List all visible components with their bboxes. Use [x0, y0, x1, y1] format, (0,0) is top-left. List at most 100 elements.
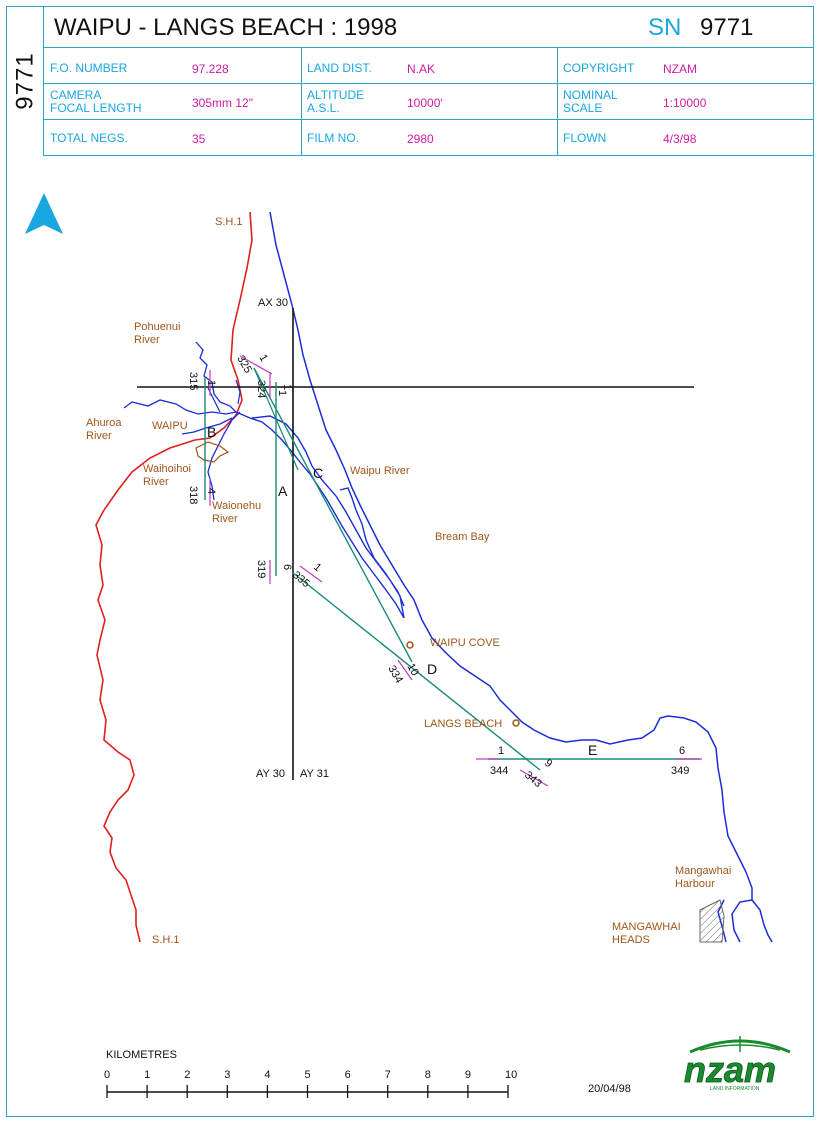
- field-copyright: COPYRIGHT NZAM: [557, 48, 814, 84]
- waipu-town-area: [195, 441, 230, 463]
- scale-tick-label: 4: [264, 1069, 270, 1081]
- north-label: N: [40, 233, 47, 243]
- field-label: COPYRIGHT: [563, 61, 635, 75]
- map-frame: [6, 6, 814, 1117]
- pohuenui-river: [195, 341, 237, 413]
- scale-tick-label: 2: [184, 1069, 190, 1081]
- run-c-first-neg: 325: [234, 354, 254, 376]
- field-label: FLOWN: [563, 131, 607, 145]
- field-label: TOTAL NEGS.: [50, 131, 128, 145]
- field-value: 4/3/98: [663, 132, 697, 146]
- field-fo-number: F.O. NUMBER 97.228: [44, 48, 301, 84]
- scale-tick-label: 0: [104, 1069, 110, 1081]
- label-sh1-bottom: S.H.1: [152, 934, 180, 946]
- field-flown: FLOWN 4/3/98: [557, 120, 814, 156]
- field-value: 10000': [407, 96, 443, 110]
- field-label: ALTITUDE A.S.L.: [307, 88, 365, 115]
- run-letter-d: D: [427, 661, 437, 677]
- field-label: FILM NO.: [307, 131, 360, 145]
- field-total-negs: TOTAL NEGS. 35: [44, 120, 301, 156]
- scale-tick-label: 1: [144, 1069, 150, 1081]
- tick-d-start: [299, 565, 323, 583]
- field-label: NOMINAL SCALE: [563, 88, 618, 115]
- map-date: 20/04/98: [588, 1083, 631, 1095]
- run-b-last-neg: 318: [187, 486, 199, 504]
- field-land-dist: LAND DIST. N.AK: [301, 48, 557, 84]
- label-waipu-cove: WAIPU COVE: [430, 637, 500, 649]
- scale-title: KILOMETRES: [106, 1049, 177, 1061]
- field-altitude: ALTITUDE A.S.L. 10000': [301, 84, 557, 120]
- run-line-c: [253, 367, 413, 663]
- sn-label: SN: [648, 14, 682, 41]
- spine-panel: 9771: [6, 6, 44, 156]
- north-arrow-icon: N: [25, 193, 63, 243]
- header-panel: WAIPU - LANGS BEACH : 1998 SN 9771 F.O. …: [44, 6, 814, 156]
- mangawhai-heads-area: [699, 899, 725, 943]
- run-e-last-neg: 349: [671, 765, 689, 777]
- langs-beach-marker: [512, 719, 520, 727]
- coastline: [269, 211, 753, 900]
- field-value: 97.228: [192, 62, 229, 76]
- run-c-last-no: 10: [404, 662, 421, 679]
- run-b-first-no: 1: [205, 380, 217, 386]
- label-mangawhai-harbour-1: Mangawhai: [675, 865, 731, 877]
- tick-c-end: [397, 659, 413, 681]
- run-letter-a: A: [278, 483, 288, 499]
- grid-label-ay31: AY 31: [300, 768, 329, 780]
- label-sh1-top: S.H.1: [215, 216, 243, 228]
- label-mangawhai-heads-2: HEADS: [612, 934, 650, 946]
- run-line-c-upper: [253, 367, 299, 471]
- label-pohuenui-1: Pohuenui: [134, 321, 181, 333]
- run-a-first-no: 1: [281, 384, 293, 390]
- field-label: CAMERA FOCAL LENGTH: [50, 88, 142, 115]
- run-line-d: [291, 571, 541, 771]
- state-highway-line: [95, 211, 253, 943]
- label-langs-beach: LANGS BEACH: [424, 718, 502, 730]
- field-scale: NOMINAL SCALE 1:10000: [557, 84, 814, 120]
- scale-tick-label: 5: [305, 1069, 311, 1081]
- negative-ticks: [209, 355, 702, 787]
- field-value: 305mm 12": [192, 96, 253, 110]
- scale-tick-label: 8: [425, 1069, 431, 1081]
- column-divider: [301, 48, 302, 156]
- run-e-first-neg: 344: [490, 765, 508, 777]
- waionehu-river: [207, 411, 241, 501]
- label-waionehu-1: Waionehu: [212, 500, 261, 512]
- field-label: LAND DIST.: [307, 61, 372, 75]
- run-a-last-no: 6: [281, 564, 293, 570]
- run-d-first-no: 1: [311, 561, 323, 574]
- label-waihoihoi-2: River: [143, 476, 169, 488]
- sn-value: 9771: [700, 14, 754, 41]
- scale-tick-label: 6: [345, 1069, 351, 1081]
- scale-tick-label: 9: [465, 1069, 471, 1081]
- column-divider: [557, 48, 558, 156]
- waihoihoi-river: [181, 417, 233, 435]
- run-d-last-neg: 343: [522, 769, 544, 790]
- field-value: 2980: [407, 132, 434, 146]
- field-value: N.AK: [407, 62, 436, 76]
- waipu-cove-marker: [406, 641, 414, 649]
- grid-row-label: 1: [276, 390, 288, 396]
- field-value: NZAM: [663, 62, 697, 76]
- label-mangawhai-harbour-2: Harbour: [675, 878, 715, 890]
- label-waipu: WAIPU: [152, 420, 188, 432]
- label-waihoihoi-1: Waihoihoi: [143, 463, 191, 475]
- run-letter-e: E: [588, 742, 597, 758]
- field-value: 35: [192, 132, 206, 146]
- scale-tick-label: 7: [385, 1069, 391, 1081]
- run-a-last-neg: 319: [255, 560, 267, 578]
- title-row: WAIPU - LANGS BEACH : 1998 SN 9771: [44, 6, 814, 48]
- field-label: F.O. NUMBER: [50, 61, 128, 75]
- tick-c-start: [239, 355, 273, 375]
- field-camera: CAMERA FOCAL LENGTH 305mm 12": [44, 84, 301, 120]
- scale-tick-label: 3: [224, 1069, 230, 1081]
- label-mangawhai-heads-1: MANGAWHAI: [612, 921, 681, 933]
- label-ahuroa-1: Ahuroa: [86, 417, 122, 429]
- label-ahuroa-2: River: [86, 430, 112, 442]
- ahuroa-river: [123, 399, 237, 415]
- logo-text: nzam: [684, 1049, 776, 1090]
- run-e-last-no: 6: [679, 745, 685, 757]
- mangawhai-harbour-outline: [717, 899, 773, 943]
